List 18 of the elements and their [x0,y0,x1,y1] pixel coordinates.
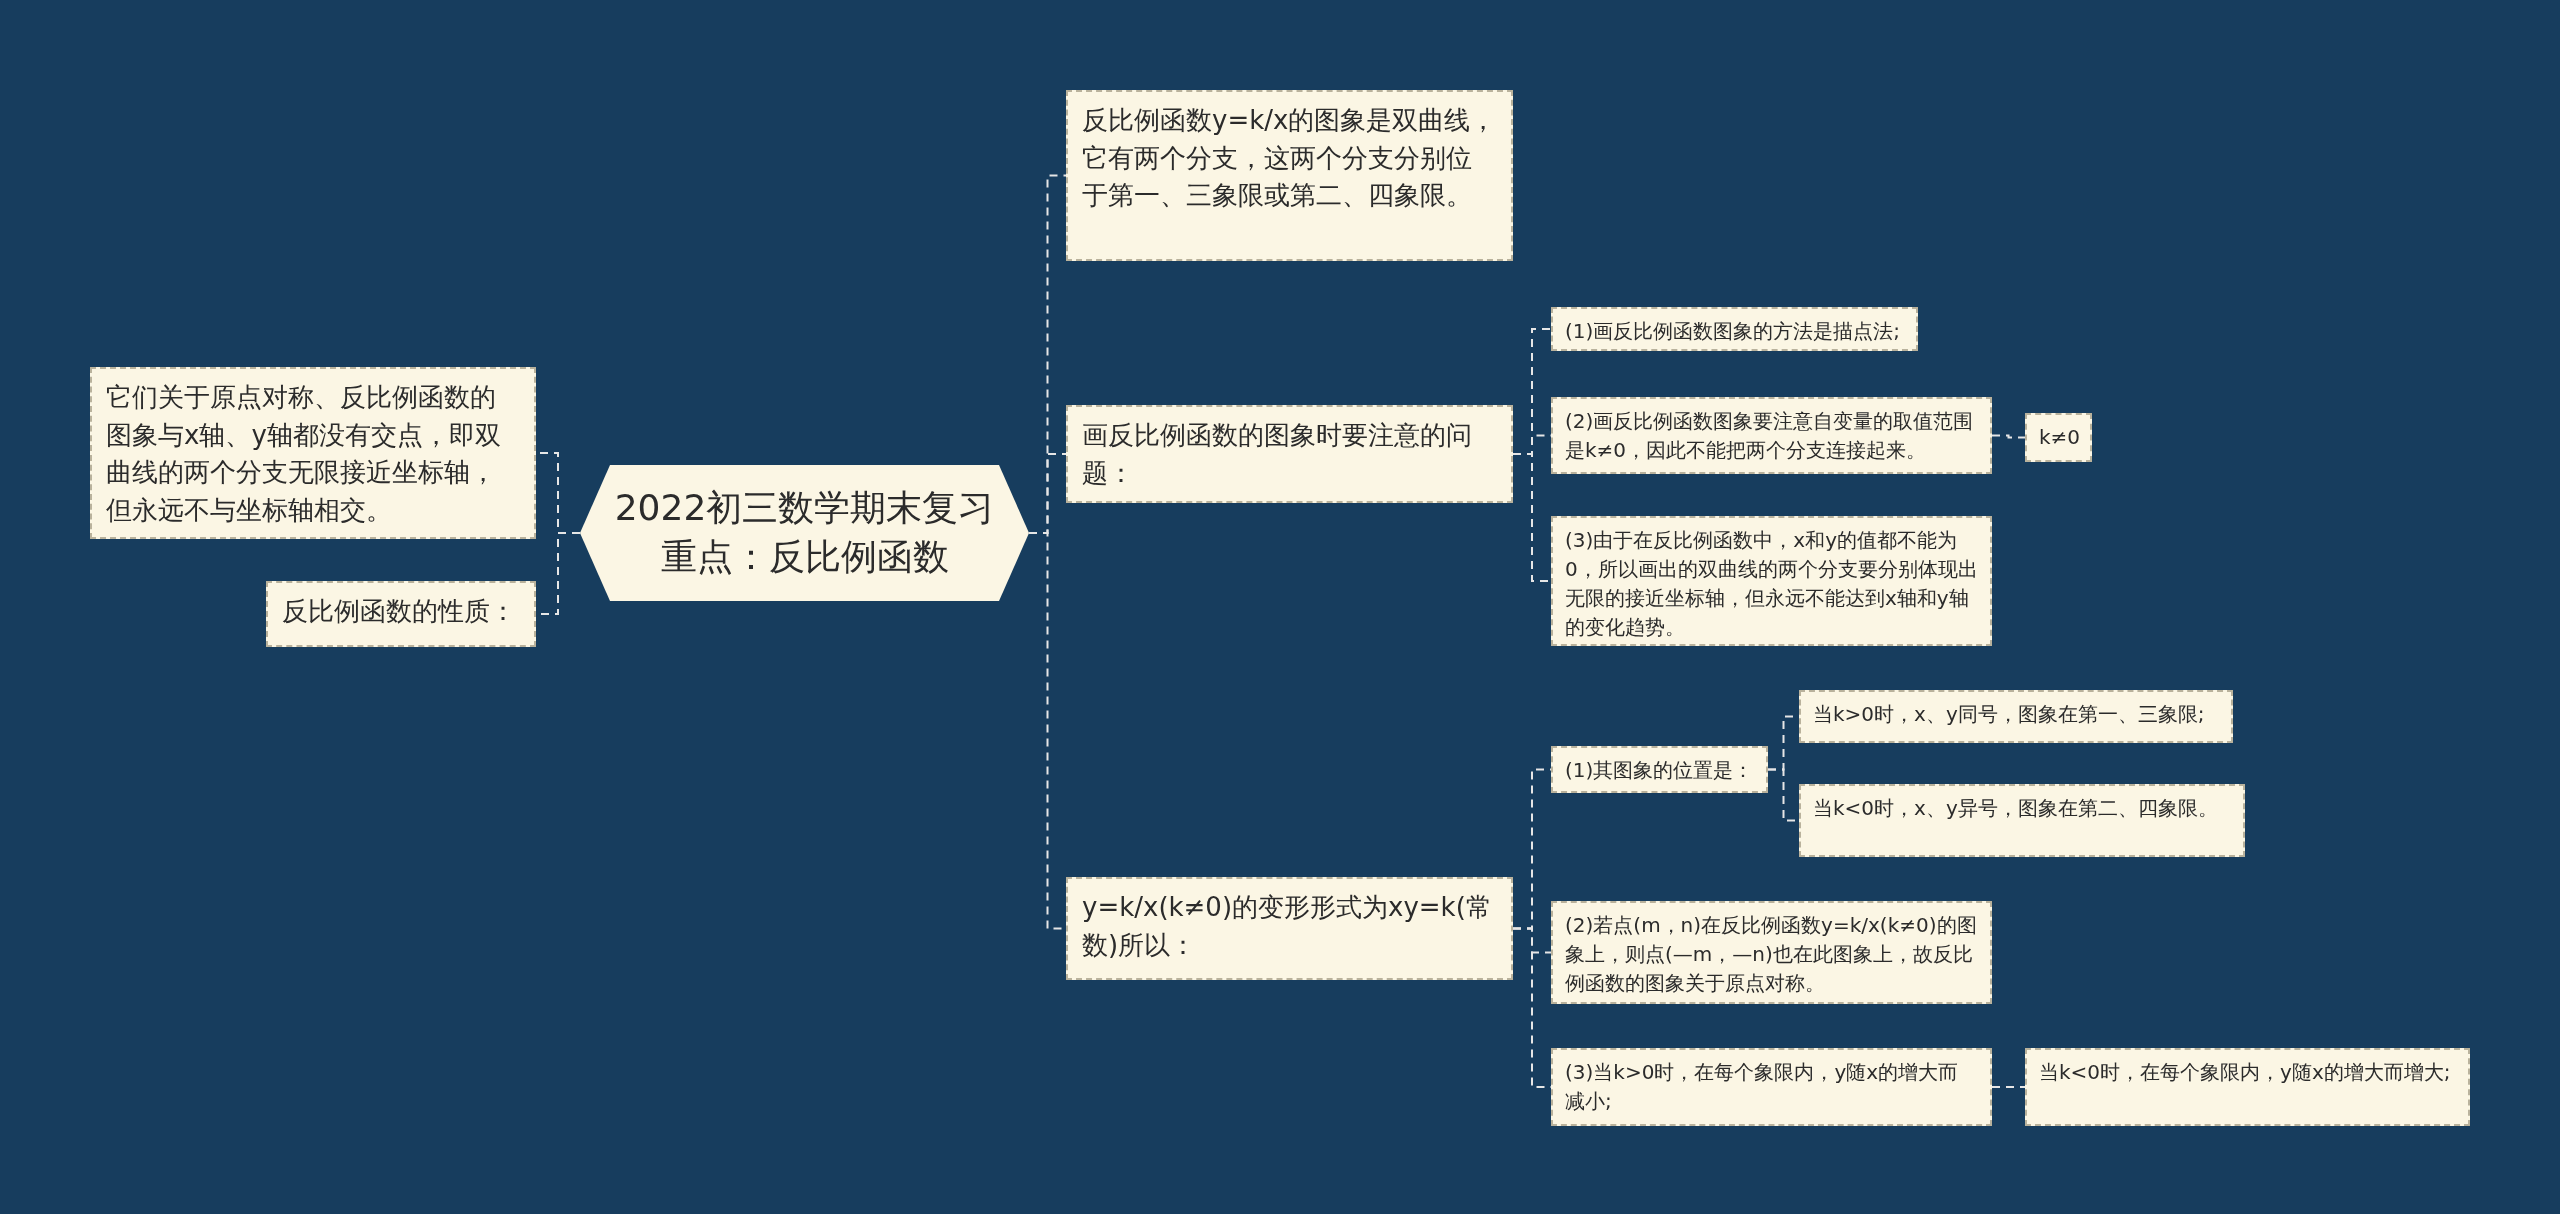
topic-box: 当k>0时，x、y同号，图象在第一、三象限; [1799,690,2233,743]
topic-box: 当k<0时，x、y异号，图象在第二、四象限。 [1799,784,2245,857]
central-topic: 2022初三数学期末复习重点：反比例函数 [580,465,1029,601]
connector-line [1991,434,2026,439]
topic-box: 画反比例函数的图象时要注意的问题： [1066,405,1513,503]
topic-box: (1)画反比例函数图象的方法是描点法; [1551,307,1918,351]
topic-box: k≠0 [2025,413,2092,462]
topic-box: 反比例函数y=k/x的图象是双曲线，它有两个分支，这两个分支分别位于第一、三象限或第二、四象限。 [1066,90,1513,261]
topic-box: (1)其图象的位置是： [1551,746,1768,793]
topic-box: (3)当k>0时，在每个象限内，y随x的增大而减小; [1551,1048,1992,1126]
topic-box: y=k/x(k≠0)的变形形式为xy=k(常数)所以： [1066,877,1513,980]
topic-box: 当k<0时，在每个象限内，y随x的增大而增大; [2025,1048,2470,1126]
connector-line [1991,1086,2026,1088]
topic-box: (2)画反比例函数图象要注意自变量的取值范围是k≠0，因此不能把两个分支连接起来。 [1551,397,1992,474]
topic-box: (2)若点(m，n)在反比例函数y=k/x(k≠0)的图象上，则点(—m，—n)也在此图象上，故反比例函数的图象关于原点对称。 [1551,901,1992,1004]
topic-box: 它们关于原点对称、反比例函数的图象与x轴、y轴都没有交点，即双曲线的两个分支无限接近坐标轴，但永远不与坐标轴相交。 [90,367,536,539]
topic-box: 反比例函数的性质： [266,581,536,647]
topic-box: (3)由于在反比例函数中，x和y的值都不能为0，所以画出的双曲线的两个分支要分别体现出无限的接近坐标轴，但永远不能达到x轴和y轴的变化趋势。 [1551,516,1992,646]
